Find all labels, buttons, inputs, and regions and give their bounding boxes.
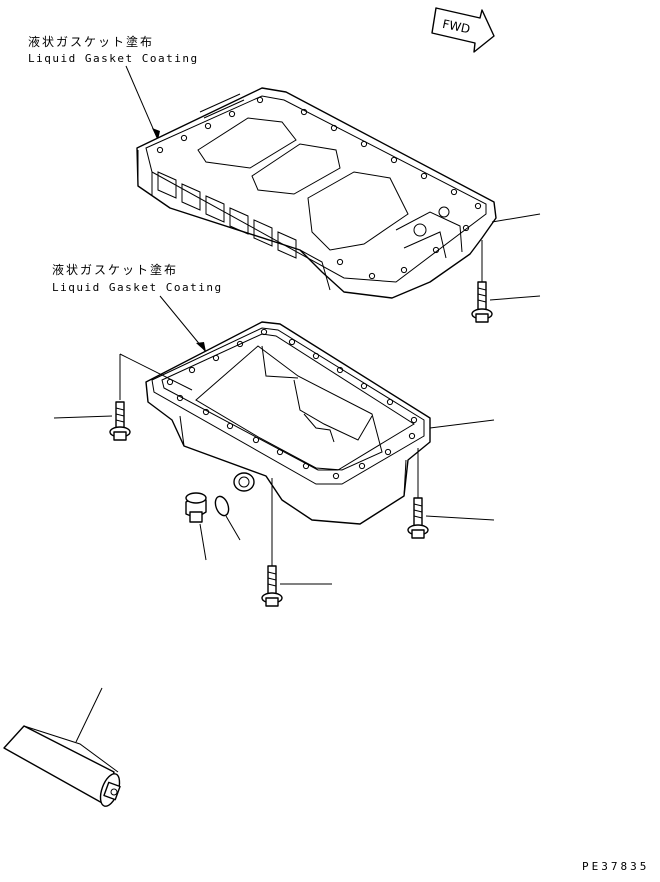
bolt-right bbox=[407, 497, 429, 539]
lower-gasket-leader-arrow bbox=[196, 342, 206, 352]
bolt-left-leader bbox=[53, 415, 113, 419]
lower-gasket-leader bbox=[159, 295, 207, 353]
drain-plug-leader bbox=[199, 523, 207, 561]
oil-pan-spacer bbox=[136, 87, 497, 299]
upper-gasket-label-en: Liquid Gasket Coating bbox=[28, 52, 199, 65]
washer-leader bbox=[225, 515, 241, 541]
gasket-tube-icon bbox=[3, 725, 121, 807]
bolt-upper-right-leader bbox=[489, 295, 541, 301]
drain-plug bbox=[185, 492, 207, 523]
bolt-left-guide bbox=[119, 353, 193, 391]
fwd-label: FWD bbox=[441, 17, 471, 37]
upper-gasket-leader bbox=[125, 65, 159, 141]
oil-pan-leader bbox=[429, 419, 495, 429]
oil-pan bbox=[145, 321, 431, 525]
bolt-upper-right bbox=[471, 281, 493, 323]
fwd-arrow-icon: FWD bbox=[431, 7, 495, 53]
washer bbox=[214, 495, 230, 517]
upper-gasket-label-jp: 液状ガスケット塗布 bbox=[28, 34, 154, 49]
spacer-leader bbox=[491, 213, 541, 223]
upper-gasket-leader-arrow bbox=[152, 128, 160, 140]
bolt-right-leader bbox=[425, 515, 495, 521]
drawing-code: PE37835 bbox=[582, 860, 649, 873]
gasket-tube-leader bbox=[75, 687, 103, 743]
bolt-bottom bbox=[261, 565, 283, 607]
bolt-left bbox=[109, 401, 131, 441]
lower-gasket-label-jp: 液状ガスケット塗布 bbox=[52, 262, 178, 277]
lower-gasket-label-en: Liquid Gasket Coating bbox=[52, 281, 223, 294]
